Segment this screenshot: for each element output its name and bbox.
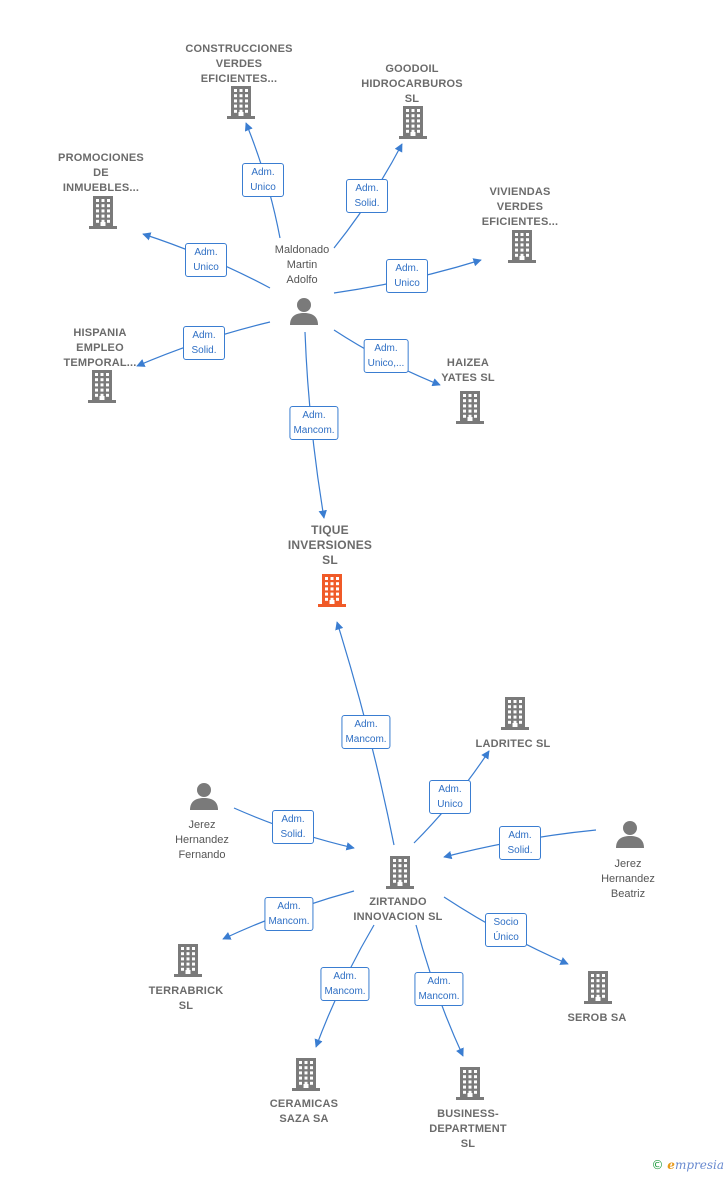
main-company-building-icon[interactable] [315, 572, 349, 608]
company-building-icon[interactable] [498, 695, 532, 731]
person-icon[interactable] [188, 780, 220, 812]
company-building-icon[interactable] [396, 104, 430, 140]
edge-role-label[interactable]: Adm. Solid. [183, 326, 225, 360]
person-icon[interactable] [614, 818, 646, 850]
node-label-goodoil[interactable]: GOODOIL HIDROCARBUROS SL [361, 63, 463, 105]
edge-role-label[interactable]: Adm. Mancom. [414, 972, 464, 1006]
node-label-jerez-f[interactable]: Jerez Hernandez Fernando [175, 819, 229, 861]
edge-role-label[interactable]: Adm. Unico,... [363, 339, 409, 373]
company-building-icon[interactable] [171, 942, 205, 978]
edge-role-label[interactable]: Adm. Unico [386, 259, 428, 293]
company-building-icon[interactable] [453, 389, 487, 425]
copyright-icon: © [651, 1158, 664, 1172]
node-label-hispania[interactable]: HISPANIA EMPLEO TEMPORAL... [63, 327, 137, 369]
node-label-viviendas[interactable]: VIVIENDAS VERDES EFICIENTES... [481, 186, 559, 228]
node-label-construcciones[interactable]: CONSTRUCCIONES VERDES EFICIENTES... [185, 43, 293, 85]
node-label-business[interactable]: BUSINESS- DEPARTMENT SL [429, 1108, 507, 1150]
company-building-icon[interactable] [505, 228, 539, 264]
company-building-icon[interactable] [581, 969, 615, 1005]
node-label-haizea[interactable]: HAIZEA YATES SL [441, 357, 495, 384]
node-label-promociones[interactable]: PROMOCIONES DE INMUEBLES... [58, 152, 144, 194]
edge-role-label[interactable]: Adm. Mancom. [289, 406, 339, 440]
node-label-jerez-b[interactable]: Jerez Hernandez Beatriz [601, 858, 655, 900]
company-building-icon[interactable] [289, 1056, 323, 1092]
edge-role-label[interactable]: Adm. Mancom. [320, 967, 370, 1001]
brand-logo-text: mpresia [674, 1158, 724, 1172]
edge-role-label[interactable]: Adm. Solid. [346, 179, 388, 213]
company-building-icon[interactable] [224, 84, 258, 120]
edge-role-label[interactable]: Adm. Solid. [499, 826, 541, 860]
node-label-ceramicas[interactable]: CERAMICAS SAZA SA [269, 1098, 339, 1125]
node-label-ladritec[interactable]: LADRITEC SL [475, 738, 551, 750]
brand-footer[interactable]: © empresia [651, 1158, 724, 1172]
edge-role-label[interactable]: Adm. Solid. [272, 810, 314, 844]
edge-role-label[interactable]: Adm. Mancom. [264, 897, 314, 931]
node-label-terrabrick[interactable]: TERRABRICK SL [148, 985, 224, 1012]
edge-role-label[interactable]: Adm. Unico [429, 780, 471, 814]
company-building-icon[interactable] [383, 854, 417, 890]
node-label-maldonado[interactable]: Maldonado Martin Adolfo [274, 244, 330, 286]
node-label-tique[interactable]: TIQUE INVERSIONES SL [287, 523, 373, 567]
edge-role-label[interactable]: Adm. Mancom. [341, 715, 391, 749]
company-building-icon[interactable] [86, 194, 120, 230]
brand-logo-initial: e [667, 1158, 675, 1172]
node-label-zirtando[interactable]: ZIRTANDO INNOVACION SL [353, 896, 443, 923]
edge-role-label[interactable]: Adm. Unico [185, 243, 227, 277]
company-building-icon[interactable] [453, 1065, 487, 1101]
person-icon[interactable] [288, 295, 320, 327]
company-building-icon[interactable] [85, 368, 119, 404]
edge-role-label[interactable]: Socio Único [485, 913, 527, 947]
edge-role-label[interactable]: Adm. Unico [242, 163, 284, 197]
node-label-serob[interactable]: SEROB SA [567, 1012, 627, 1024]
